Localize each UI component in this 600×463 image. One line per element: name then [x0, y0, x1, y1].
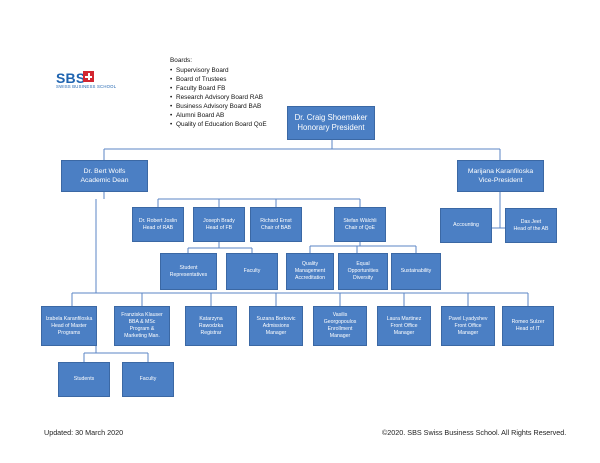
faculty-fb-box: Faculty: [226, 253, 278, 290]
program-marketing-manager-box: Franziska Klauser BBA & MSc Program & Ma…: [114, 306, 170, 346]
student-representatives-box: Student Representatives: [160, 253, 217, 290]
equal-opportunities-box: Equal Opportunities Diversity: [338, 253, 388, 290]
logo-subtitle: SWISS BUSINESS SCHOOL: [56, 84, 117, 89]
boards-title: Boards:: [170, 57, 193, 64]
head-of-it-box: Romeo Sulzer Head of IT: [502, 306, 554, 346]
copyright-notice: ©2020. SBS Swiss Business School. All Ri…: [382, 428, 567, 437]
honorary-president-box: Dr. Craig Shoemaker Honorary President: [287, 106, 375, 140]
head-of-ab-box: Das Jeet Head of the AB: [505, 208, 557, 243]
front-office-manager-laura-box: Laura Martinez Front Office Manager: [377, 306, 431, 346]
vice-president-box: Marijana Karanfiloska Vice-President: [457, 160, 544, 192]
board-item: Alumni Board AB: [170, 111, 267, 120]
board-item: Business Advisory Board BAB: [170, 102, 267, 111]
students-box: Students: [58, 362, 110, 397]
sbs-logo: SBS SWISS BUSINESS SCHOOL: [56, 70, 118, 92]
board-item: Board of Trustees: [170, 75, 267, 84]
faculty-bottom-box: Faculty: [122, 362, 174, 397]
updated-date: Updated: 30 March 2020: [44, 428, 124, 437]
registrar-box: Katarzyna Rawodzka Registrar: [185, 306, 237, 346]
head-of-master-programs-box: Izabela Karanfiloska Head of Master Prog…: [41, 306, 97, 346]
board-item: Research Advisory Board RAB: [170, 93, 267, 102]
sustainability-box: Sustainability: [391, 253, 441, 290]
board-item: Supervisory Board: [170, 66, 267, 75]
admissions-manager-box: Suzana Borkovic Admissions Manager: [249, 306, 303, 346]
chair-of-bab-box: Richard Ernst Chair of BAB: [250, 207, 302, 242]
swiss-cross-icon: [83, 71, 94, 82]
board-item: Quality of Education Board QoE: [170, 120, 267, 129]
head-of-rab-box: Dr. Robert Joslin Head of RAB: [132, 207, 184, 242]
quality-management-box: Quality Management Accreditation: [286, 253, 334, 290]
enrollment-manager-box: Vasilis Georgopoulos Enrollment Manager: [313, 306, 367, 346]
academic-dean-box: Dr. Bert Wolfs Academic Dean: [61, 160, 148, 192]
front-office-manager-pavel-box: Pavel Lyadyshev Front Office Manager: [441, 306, 495, 346]
accounting-box: Accounting: [440, 208, 492, 243]
logo-text: SBS: [56, 70, 86, 86]
board-item: Faculty Board FB: [170, 84, 267, 93]
chair-of-qoe-box: Stefan Wälchli Chair of QoE: [334, 207, 386, 242]
head-of-fb-box: Joseph Brady Head of FB: [193, 207, 245, 242]
boards-list: Boards: Supervisory Board Board of Trust…: [170, 56, 267, 129]
